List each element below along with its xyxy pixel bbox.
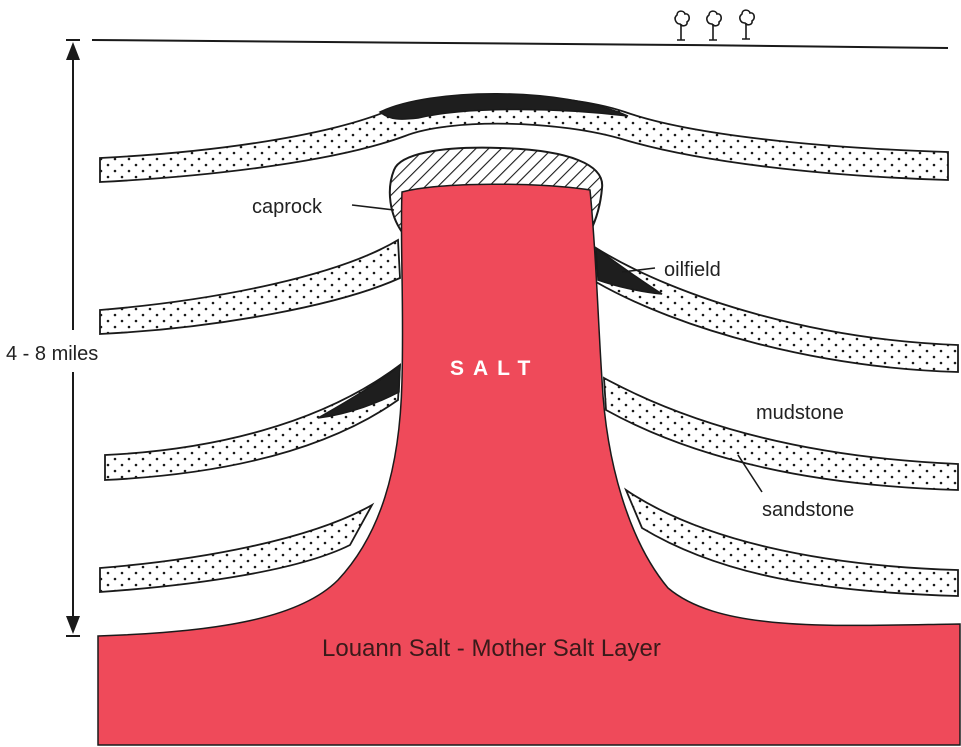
caprock-leader xyxy=(352,205,394,210)
caprock-label: caprock xyxy=(252,196,323,218)
salt-label: SALT xyxy=(450,357,539,380)
tree-icon xyxy=(707,11,721,40)
sandstone-layer-2-right xyxy=(596,248,958,372)
oilfield-label: oilfield xyxy=(664,259,721,281)
ground-surface-line xyxy=(92,40,948,48)
mother-salt-label: Louann Salt - Mother Salt Layer xyxy=(322,635,661,662)
sandstone-layer-4-left xyxy=(100,505,372,592)
double-arrow-icon xyxy=(66,40,80,636)
sandstone-layer-3-right xyxy=(604,378,958,490)
sandstone-layer-3-left xyxy=(105,365,400,480)
tree-icon xyxy=(675,11,689,40)
depth-label: 4 - 8 miles xyxy=(6,343,98,365)
mudstone-label: mudstone xyxy=(756,402,844,424)
sandstone-label: sandstone xyxy=(762,499,854,521)
sandstone-layer-2-left xyxy=(100,240,400,334)
tree-icon xyxy=(740,10,754,39)
